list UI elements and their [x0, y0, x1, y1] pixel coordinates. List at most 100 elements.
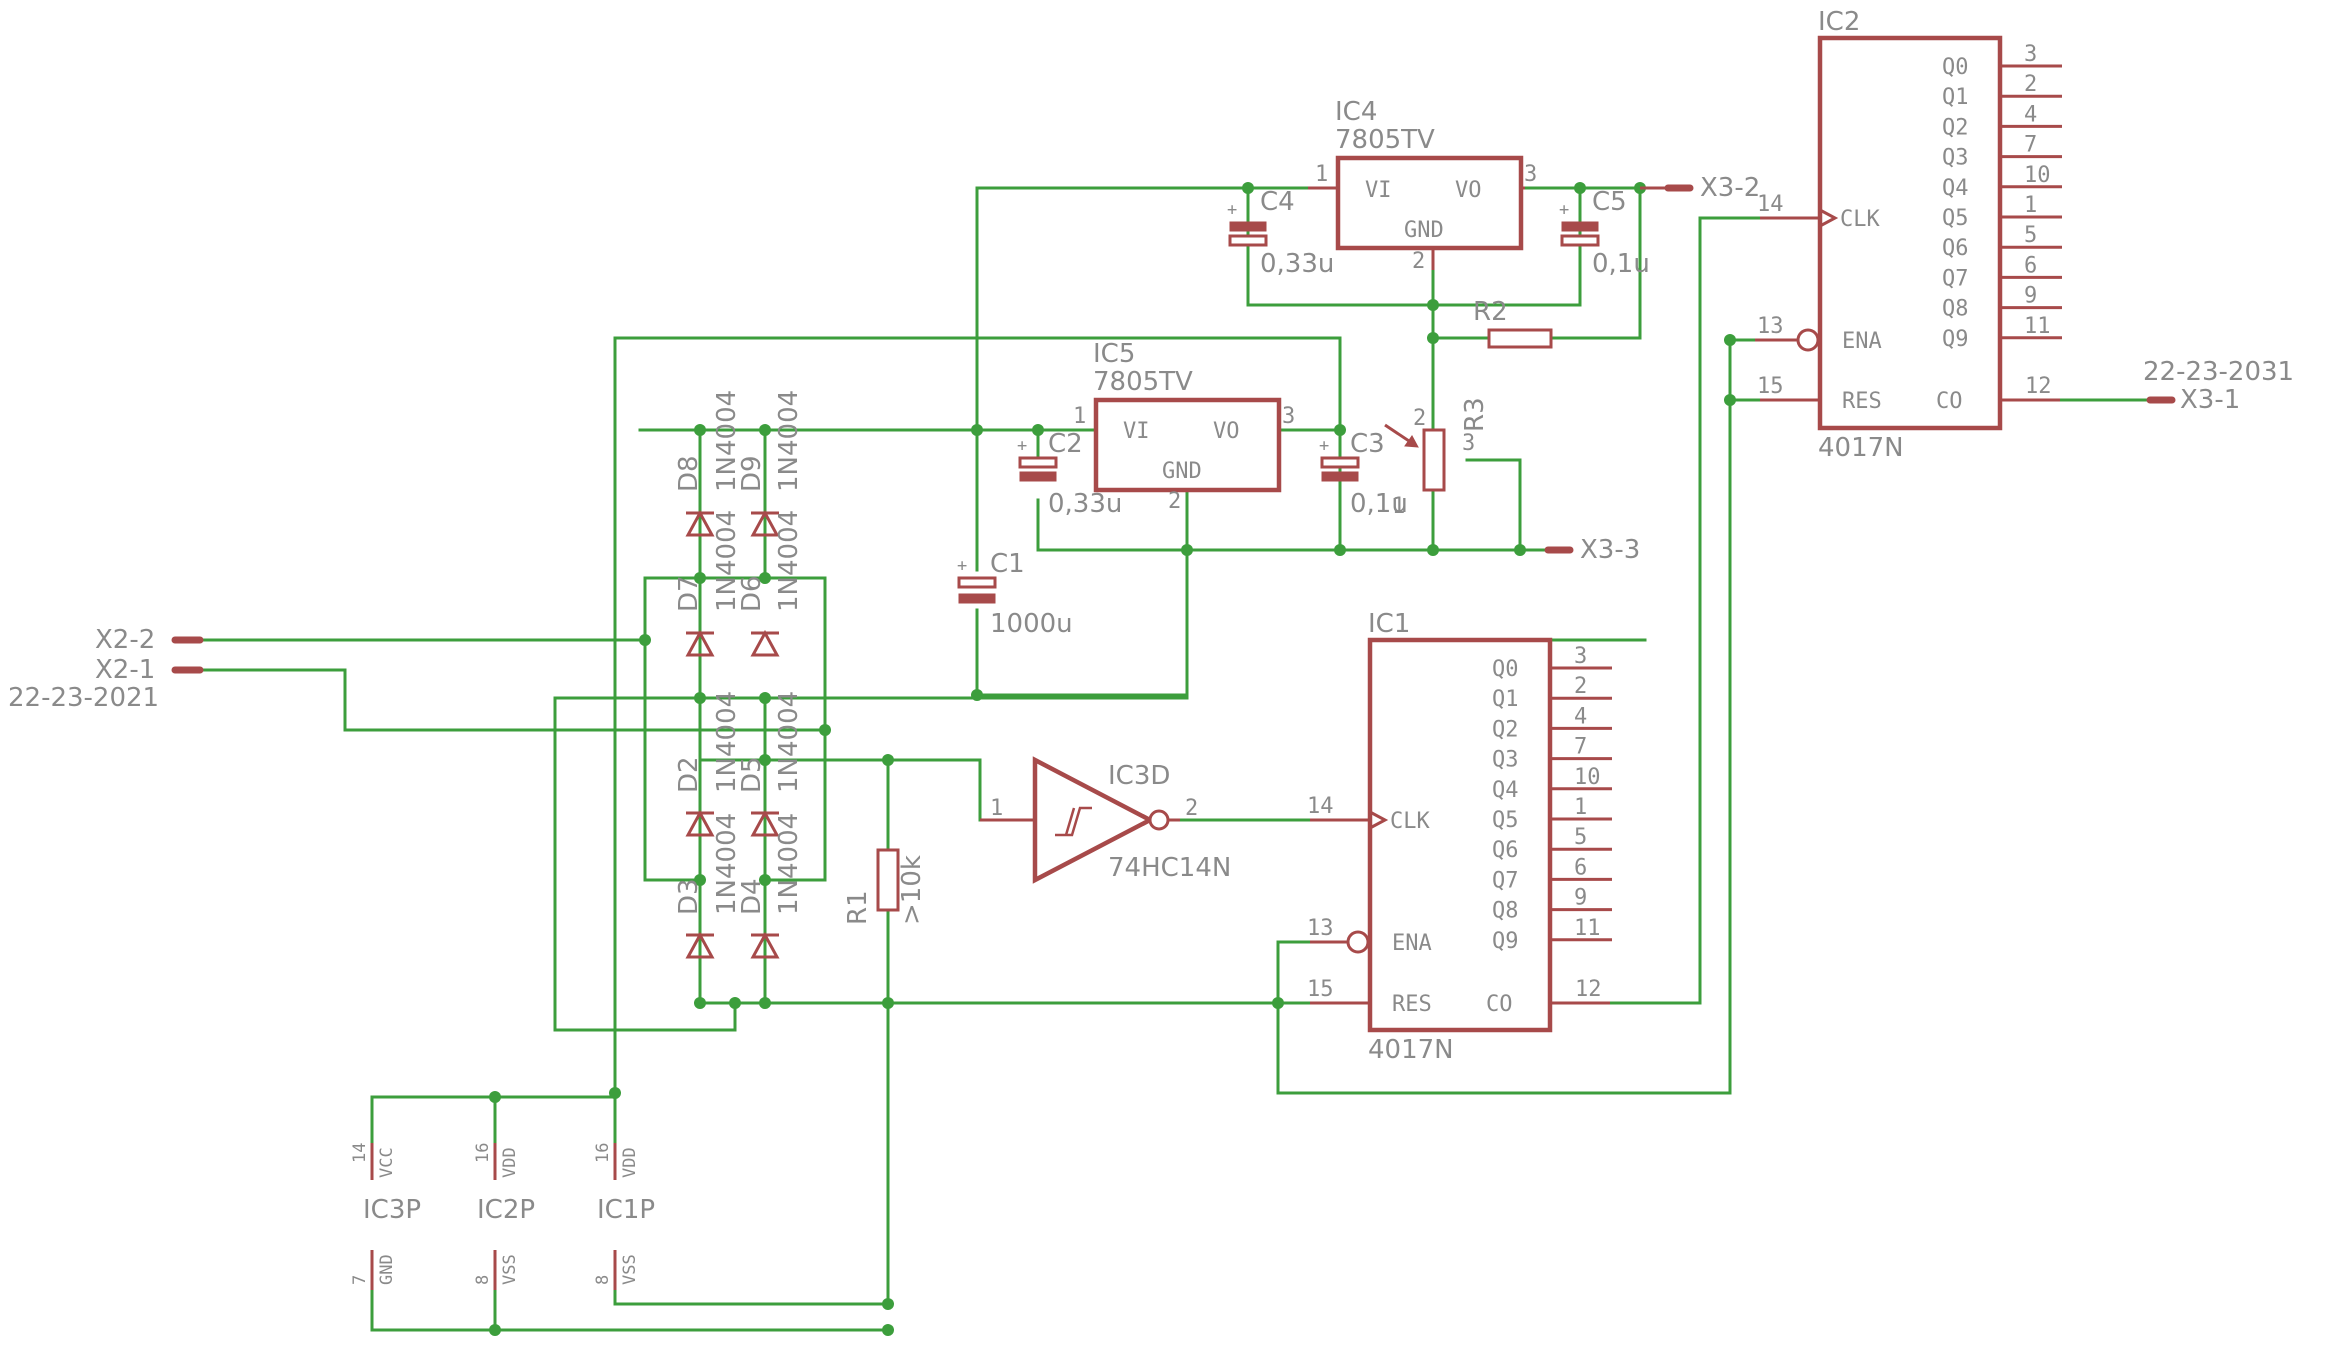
- ic2p-vss: VSS: [500, 1254, 520, 1285]
- ic2-co-label: CO: [1936, 389, 1963, 414]
- potentiometer-r3: 2 3 1 R3: [1384, 397, 1490, 519]
- ic1-ena-label: ENA: [1392, 931, 1432, 956]
- ic2-pin-num-q2: 4: [2024, 102, 2037, 127]
- ic2-pin-num-q8: 9: [2024, 284, 2037, 309]
- ic4-value: 7805TV: [1335, 125, 1435, 155]
- ic2-clk-pin: 14: [1757, 192, 1784, 217]
- ic2-label-q0: Q0: [1942, 55, 1969, 80]
- ic5-gnd-label: GND: [1162, 459, 1202, 484]
- ic1-res-pin: 15: [1307, 977, 1334, 1002]
- c5-name: C5: [1592, 187, 1627, 217]
- ic3d-name: IC3D: [1108, 761, 1170, 791]
- d9-value: 1N4004: [774, 390, 804, 492]
- ic3p-vcc-pin: 14: [350, 1143, 370, 1163]
- diode-bridge: [685, 509, 780, 959]
- ic1-label-q8: Q8: [1492, 899, 1519, 924]
- d2-value: 1N4004: [712, 691, 742, 793]
- x3-part: 22-23-2031: [2143, 357, 2294, 387]
- ic2-pin-num-q5: 1: [2024, 193, 2037, 218]
- ic2-label-q6: Q6: [1942, 236, 1969, 261]
- ic1-pin-num-q8: 9: [1574, 886, 1587, 911]
- ic2p-vdd: VDD: [500, 1147, 520, 1178]
- r3-name: R3: [1460, 397, 1490, 432]
- ic4-regulator: IC4 7805TV VI VO GND 1 3 2: [1308, 97, 1537, 274]
- x2-1-label: X2-1: [95, 655, 155, 685]
- ic2p-name: IC2P: [477, 1195, 535, 1225]
- ic3p-gnd-pin: 7: [350, 1275, 370, 1285]
- ic2-clk-label: CLK: [1840, 207, 1880, 232]
- ic1-pin-num-q5: 1: [1574, 795, 1587, 820]
- ic1-clk-pin: 14: [1307, 794, 1334, 819]
- ic1-pin-num-q4: 10: [1574, 765, 1601, 790]
- ic1-label-q3: Q3: [1492, 748, 1519, 773]
- ic5-regulator: IC5 7805TV VI VO GND 1 3 2: [1073, 339, 1295, 514]
- ic4-pin-out: 3: [1524, 162, 1537, 187]
- d4-name: D4: [737, 878, 767, 915]
- svg-text:+: +: [957, 556, 967, 576]
- ic4-pin-gnd: 2: [1412, 249, 1425, 274]
- diode-d2: [685, 809, 715, 837]
- ic4-vo-label: VO: [1455, 178, 1482, 203]
- r1-name: R1: [843, 890, 873, 925]
- ic5-value: 7805TV: [1093, 367, 1193, 397]
- ic1-label-q4: Q4: [1492, 778, 1519, 803]
- ic2-co-pin: 12: [2025, 374, 2052, 399]
- ic4-gnd-label: GND: [1404, 218, 1444, 243]
- diode-d4: [750, 931, 780, 959]
- ic1-pin-num-q9: 11: [1574, 916, 1601, 941]
- svg-text:+: +: [1227, 200, 1237, 220]
- c3-name: C3: [1350, 429, 1385, 459]
- ic1-pin-num-q0: 3: [1574, 644, 1587, 669]
- d8-value: 1N4004: [712, 390, 742, 492]
- connector-x2: X2-2 X2-1 22-23-2021: [8, 625, 204, 713]
- r3-pin-b: 3: [1462, 431, 1475, 456]
- connector-x3: X3-2 X3-3 X3-1 22-23-2031: [1544, 173, 2294, 565]
- wires: [198, 186, 2152, 1332]
- svg-text:+: +: [1319, 436, 1329, 456]
- x3-1-label: X3-1: [2180, 385, 2240, 415]
- c2-name: C2: [1048, 429, 1083, 459]
- ic5-name: IC5: [1093, 339, 1135, 369]
- diode-d3: [685, 931, 715, 959]
- ic1-label-q1: Q1: [1492, 687, 1519, 712]
- c4-value: 0,33u: [1260, 249, 1334, 279]
- ic5-pin-out: 3: [1282, 404, 1295, 429]
- svg-text:+: +: [1559, 200, 1569, 220]
- ic5-vi-label: VI: [1123, 419, 1150, 444]
- ic3d-pin-out: 2: [1185, 796, 1198, 821]
- d9-name: D9: [737, 455, 767, 492]
- c2-value: 0,33u: [1048, 489, 1122, 519]
- d4-value: 1N4004: [774, 813, 804, 915]
- diode-d8: [685, 509, 715, 537]
- d3-name: D3: [674, 878, 704, 915]
- c5-value: 0,1u: [1592, 249, 1650, 279]
- ic2-label-q4: Q4: [1942, 176, 1969, 201]
- capacitor-c2: + C2 0,33u: [1017, 429, 1122, 519]
- diode-d9: [750, 509, 780, 537]
- d6-name: D6: [737, 575, 767, 612]
- d6-value: 1N4004: [774, 510, 804, 612]
- ic3p-gnd: GND: [377, 1254, 397, 1285]
- ic2-pin-num-q6: 5: [2024, 223, 2037, 248]
- ic1p-name: IC1P: [597, 1195, 655, 1225]
- ic2-pin-num-q9: 11: [2024, 314, 2051, 339]
- ic2-label-q3: Q3: [1942, 146, 1969, 171]
- c3-value: 0,1u: [1350, 489, 1408, 519]
- capacitor-c4: + C4 0,33u: [1227, 187, 1334, 279]
- x3-3-label: X3-3: [1580, 535, 1640, 565]
- ic1-pin-num-q1: 2: [1574, 674, 1587, 699]
- ic2-pin-num-q4: 10: [2024, 163, 2051, 188]
- inverter-ic3d: IC3D 74HC14N 1 2: [980, 756, 1231, 884]
- diode-d6: [750, 629, 780, 657]
- ic2-label-q5: Q5: [1942, 206, 1969, 231]
- r3-pin-w: 2: [1413, 406, 1426, 431]
- ic1-name: IC1: [1368, 609, 1410, 639]
- d2-name: D2: [674, 756, 704, 793]
- ic2-ena-label: ENA: [1842, 329, 1882, 354]
- ic1-res-label: RES: [1392, 992, 1432, 1017]
- x2-part: 22-23-2021: [8, 683, 159, 713]
- ic1-label-q5: Q5: [1492, 808, 1519, 833]
- c1-name: C1: [990, 549, 1025, 579]
- ic1-pin-num-q7: 6: [1574, 855, 1587, 880]
- resistor-r2: R2: [1473, 297, 1553, 349]
